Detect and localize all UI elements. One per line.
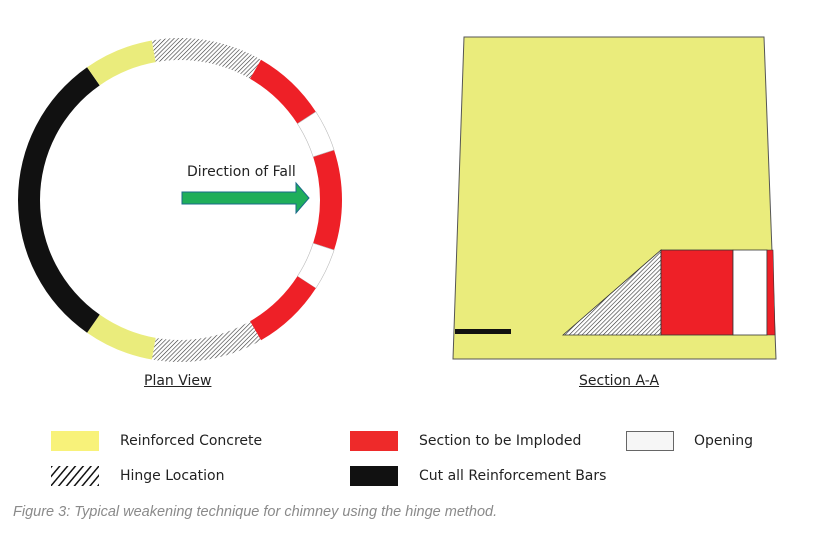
- ring-segment-hinge-location: [151, 37, 261, 79]
- plan-view-ring: [17, 37, 343, 362]
- legend-label: Reinforced Concrete: [120, 433, 263, 449]
- legend-label: Section to be Imploded: [419, 433, 582, 449]
- hinge-hatch-swatch-icon: [51, 466, 99, 486]
- opening-block: [732, 249, 768, 336]
- section-view-title: Section A-A: [579, 373, 660, 389]
- legend-item-opening: Opening: [626, 431, 753, 451]
- ring-segment-opening: [296, 111, 335, 158]
- ring-segment-section-to-be-imploded: [250, 276, 316, 341]
- figure-caption: Figure 3: Typical weakening technique fo…: [13, 504, 498, 520]
- direction-of-fall-label: Direction of Fall: [187, 164, 296, 180]
- section-a-a-diagram: [452, 36, 777, 360]
- imploded-section-block: [660, 249, 734, 336]
- ring-segment-reinforced-concrete: [87, 40, 156, 86]
- ring-segment-hinge-location: [151, 321, 261, 362]
- legend-item-reinforced-concrete: Reinforced Concrete: [51, 431, 262, 451]
- ring-segment-section-to-be-imploded: [313, 149, 343, 251]
- imploded-section-edge: [766, 249, 776, 336]
- legend-item-hinge-location: Hinge Location: [51, 466, 224, 486]
- ring-segment-section-to-be-imploded: [250, 59, 316, 124]
- legend-item-cut-bars: Cut all Reinforcement Bars: [350, 466, 606, 486]
- ring-segment-cut-all-reinforcement-bars: [17, 67, 100, 333]
- reinforced-concrete-swatch: [51, 431, 99, 451]
- plan-view-title: Plan View: [144, 373, 212, 389]
- direction-arrow-icon: [181, 181, 310, 215]
- legend-label: Hinge Location: [120, 468, 225, 484]
- ring-segment-reinforced-concrete: [87, 314, 156, 360]
- section-imploded-swatch: [350, 431, 398, 451]
- cut-bars-line: [455, 329, 511, 334]
- legend-label: Cut all Reinforcement Bars: [419, 468, 607, 484]
- legend-item-section-imploded: Section to be Imploded: [350, 431, 581, 451]
- cut-bars-swatch: [350, 466, 398, 486]
- opening-swatch: [626, 431, 674, 451]
- legend-label: Opening: [694, 433, 754, 449]
- ring-segment-opening: [296, 242, 335, 289]
